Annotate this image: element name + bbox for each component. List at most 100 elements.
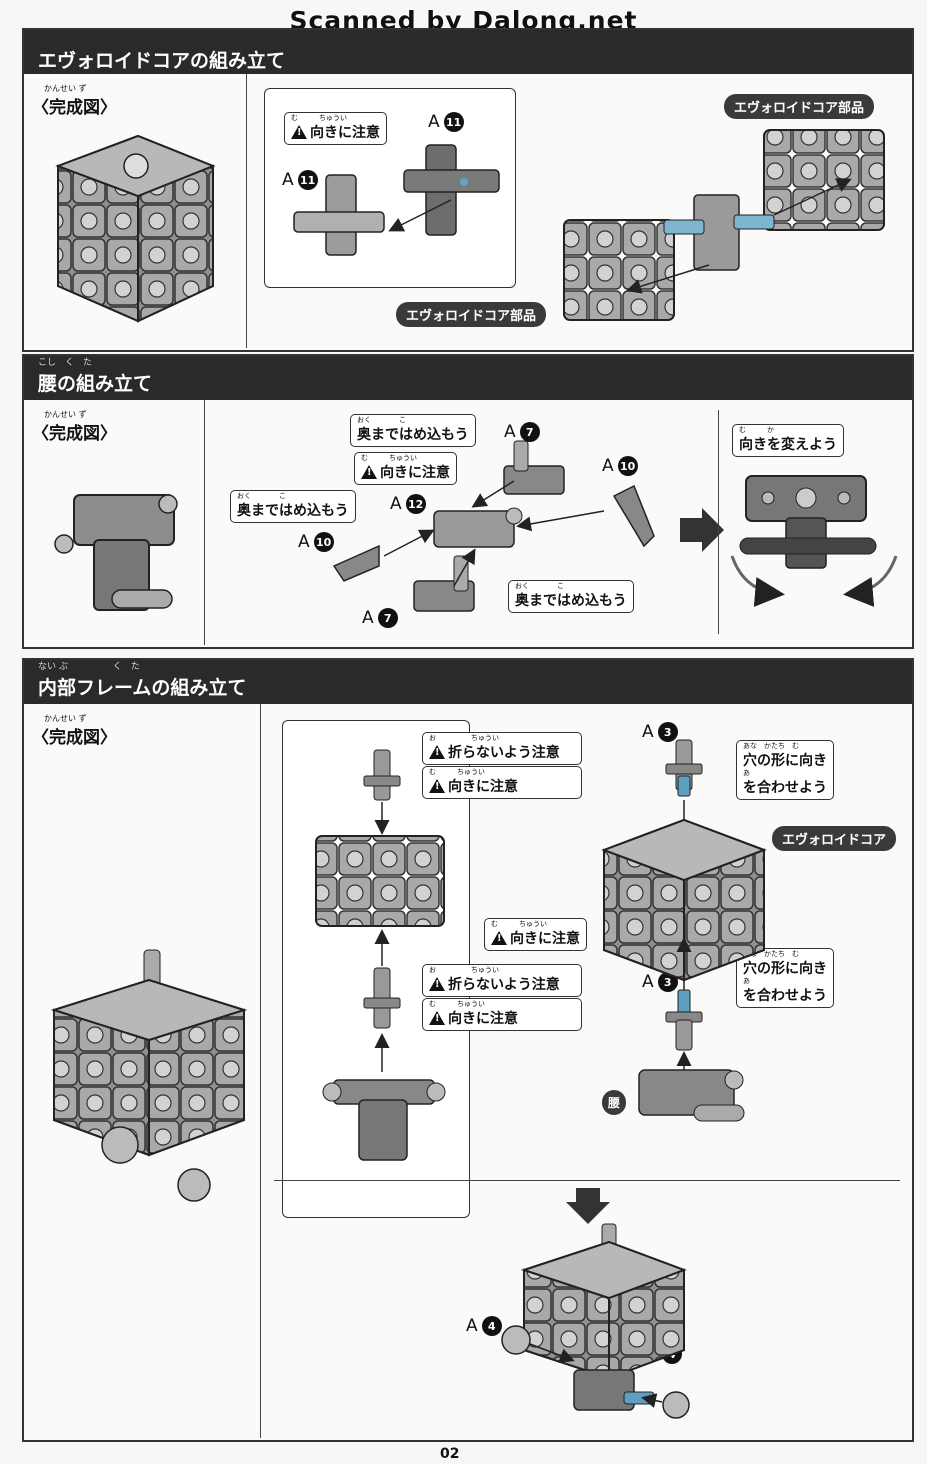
section-core-assembly: エヴォロイドコアの組み立て かんせい ず 〈完成図〉 む ちゅうい 向きに注意 … — [22, 28, 914, 352]
part-letter: A — [282, 170, 294, 190]
section-waist-assembly: こし く た 腰の組み立て かんせい ず 〈完成図〉 おく こ 奥まではめ込もう… — [22, 354, 914, 649]
part-letter: A — [466, 1316, 478, 1336]
frame-substep-illustration — [315, 749, 446, 1161]
caution-orientation-3: む ちゅうい 向きに注意 — [484, 918, 587, 951]
caution-text: 向きに注意 — [510, 931, 580, 947]
note-align-hole-2: あな かたち む 穴の形に向き あ を合わせよう — [736, 948, 834, 1008]
warning-icon — [429, 779, 445, 793]
completed-text: 〈完成図〉 — [32, 98, 117, 118]
section-title: 内部フレームの組み立て — [38, 677, 247, 699]
waist-rotate-illustration — [730, 475, 898, 607]
note-ruby: おく こ — [515, 582, 564, 590]
caution-ruby: む ちゅうい — [491, 920, 547, 928]
warning-icon — [429, 1011, 445, 1025]
note-ruby: おく こ — [357, 416, 406, 424]
warning-icon — [429, 977, 445, 991]
note-push-fully-3: おく こ 奥まではめ込もう — [508, 580, 634, 613]
part-letter: A — [602, 456, 614, 476]
section-internal-frame: ない ぶ く た 内部フレームの組み立て かんせい ず 〈完成図〉 — [22, 658, 914, 1442]
caution-orientation: む ちゅうい 向きに注意 — [284, 112, 387, 145]
part-number-badge: 3 — [657, 972, 678, 992]
completed-ruby: かんせい ず — [44, 410, 87, 419]
note-ruby: あ — [743, 769, 750, 777]
completed-waist-illustration — [54, 494, 178, 611]
caution-text: 向きに注意 — [448, 1011, 518, 1027]
note-text: 向きを変えよう — [739, 437, 837, 453]
down-arrow — [566, 1188, 610, 1224]
part-letter: A — [362, 608, 374, 628]
part-letter: A — [642, 972, 654, 992]
note-change-orientation: む か 向きを変えよう — [732, 424, 844, 457]
part-letter: A — [504, 422, 516, 442]
section-title-ruby: ない ぶ く た — [38, 662, 140, 672]
note-ruby: あな かたち む — [743, 742, 799, 750]
note-ruby: む か — [739, 426, 774, 434]
part-number-badge: 3 — [657, 722, 678, 742]
part-number-badge: 12 — [405, 494, 426, 514]
core-assembly-illustration — [563, 129, 885, 321]
warning-icon — [361, 465, 377, 479]
waist-tag-text: 腰 — [608, 1096, 621, 1110]
core-joint-parts-illustration — [293, 144, 500, 256]
note-push-fully-2: おく こ 奥まではめ込もう — [230, 490, 356, 523]
warning-icon — [491, 931, 507, 945]
part-number-badge: 7 — [377, 608, 398, 628]
pill-text: エヴォロイドコア — [782, 833, 887, 848]
note-ruby: あ — [743, 977, 750, 985]
completed-label: かんせい ず 〈完成図〉 — [32, 714, 117, 748]
frame-main-illustration — [601, 739, 767, 1122]
core-part-pill-top: エヴォロイドコア部品 — [724, 94, 875, 119]
section-title: 腰の組み立て — [38, 373, 153, 395]
completed-ruby: かんせい ず — [44, 714, 87, 723]
caution-orientation-2: む ちゅうい 向きに注意 — [422, 998, 582, 1031]
completed-text: 〈完成図〉 — [32, 728, 117, 748]
page-number: 02 — [440, 1446, 460, 1462]
part-letter: A — [298, 532, 310, 552]
caution-text: 向きに注意 — [448, 779, 518, 795]
part-number-badge: 4 — [481, 1316, 502, 1336]
completed-core-illustration — [55, 134, 216, 323]
warning-icon — [429, 745, 445, 759]
core-part-pill-bottom: エヴォロイドコア部品 — [396, 302, 547, 327]
caution-text: 折らないよう注意 — [448, 977, 560, 993]
completed-panel: かんせい ず 〈完成図〉 — [24, 74, 247, 348]
part-number-badge: 10 — [617, 456, 638, 476]
note-ruby: あな かたち む — [743, 950, 799, 958]
waist-tag: 腰 — [602, 1090, 627, 1115]
note-text-line2: を合わせよう — [743, 988, 827, 1004]
caution-no-bend-1: お ちゅうい 折らないよう注意 — [422, 732, 582, 765]
caution-text: 向きに注意 — [380, 465, 450, 481]
caution-ruby: む ちゅうい — [361, 454, 417, 462]
step-divider — [718, 410, 719, 634]
completed-panel: かんせい ず 〈完成図〉 — [24, 400, 205, 645]
step-divider — [274, 1180, 900, 1181]
completed-text: 〈完成図〉 — [32, 424, 117, 444]
part-letter: A — [642, 722, 654, 742]
part-number-badge: 7 — [519, 422, 540, 442]
frame-final-illustration — [501, 1223, 690, 1419]
caution-ruby: む ちゅうい — [429, 1000, 485, 1008]
completed-label: かんせい ず 〈完成図〉 — [32, 410, 117, 444]
waist-parts-illustration — [332, 440, 655, 612]
next-step-arrow — [680, 508, 724, 552]
completed-label: かんせい ず 〈完成図〉 — [32, 84, 117, 118]
note-text-line1: 穴の形に向き — [743, 961, 827, 977]
section-title-ruby: こし く た — [38, 358, 93, 368]
caution-text: 向きに注意 — [310, 125, 380, 141]
caution-text: 折らないよう注意 — [448, 745, 560, 761]
caution-no-bend-2: お ちゅうい 折らないよう注意 — [422, 964, 582, 997]
part-number-badge: 11 — [443, 112, 464, 132]
part-number-badge: 11 — [297, 170, 318, 190]
completed-panel: かんせい ず 〈完成図〉 — [24, 704, 261, 1438]
caution-orientation-1: む ちゅうい 向きに注意 — [422, 766, 582, 799]
note-text-line1: 穴の形に向き — [743, 753, 827, 769]
